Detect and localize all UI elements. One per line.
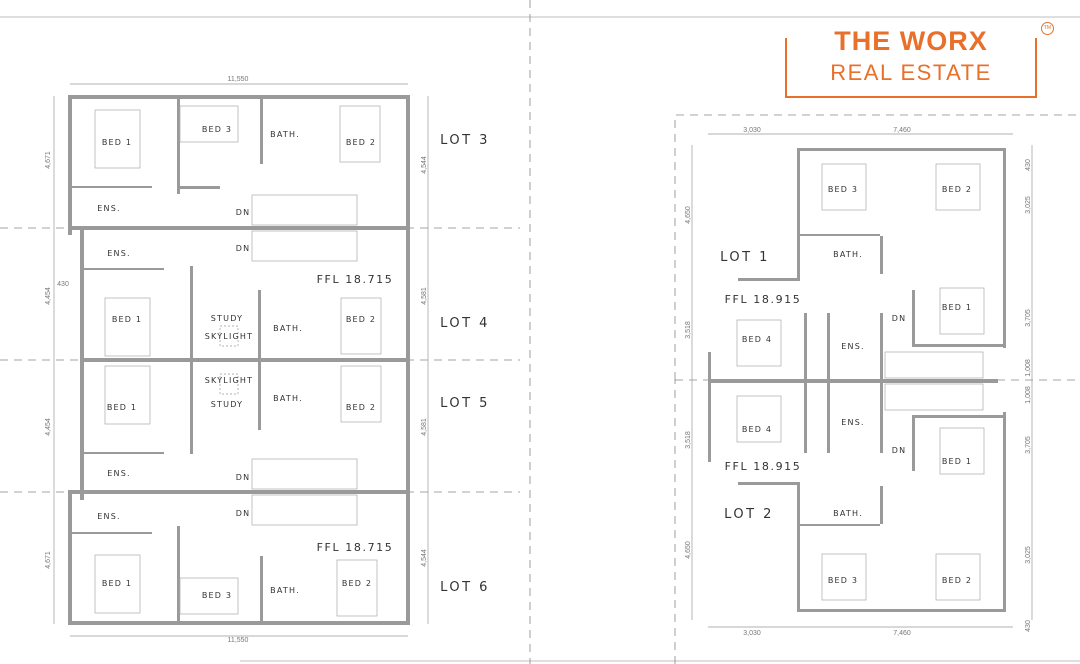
room-label: BED 2	[342, 579, 372, 588]
logo-title: THE WORX	[826, 26, 996, 56]
room-label: ENS.	[107, 249, 130, 258]
room-label: SKYLIGHT	[205, 332, 253, 341]
room-label: DN	[236, 244, 251, 253]
room-label: BED 2	[346, 315, 376, 324]
stairs	[884, 351, 984, 411]
room-label: DN	[892, 446, 907, 455]
lot-label: LOT 1	[720, 250, 770, 265]
lot-label: LOT 6	[440, 580, 490, 595]
lot-label: LOT 3	[440, 133, 490, 148]
left-plan-dimension-lines	[53, 83, 429, 637]
room-label: BATH.	[833, 509, 863, 518]
logo-frame	[785, 38, 1037, 98]
dimension-label: 11,550	[228, 637, 249, 644]
ffl-label: FFL 18.915	[725, 460, 802, 473]
room-label: BED 4	[742, 335, 772, 344]
dimension-label: 4,544	[421, 549, 428, 567]
room-label: BATH.	[273, 394, 303, 403]
room-label: ENS.	[841, 418, 864, 427]
left-plan-labels: LOT 3 LOT 4 LOT 5 LOT 6 FFL 18.715 FFL 1…	[97, 125, 490, 600]
left-plan-walls	[68, 95, 410, 625]
room-label: BATH.	[270, 586, 300, 595]
dimension-label: 3,025	[1025, 546, 1032, 564]
room-label: BATH.	[270, 130, 300, 139]
room-label: STUDY	[211, 400, 243, 409]
room-label: DN	[892, 314, 907, 323]
room-label: SKYLIGHT	[205, 376, 253, 385]
room-label: BED 3	[828, 185, 858, 194]
right-plan-labels: LOT 1 LOT 2 FFL 18.915 FFL 18.915 BED 3 …	[720, 185, 972, 585]
dimension-label: 430	[57, 281, 69, 288]
right-plan-walls	[708, 148, 1006, 612]
room-label: BED 3	[202, 591, 232, 600]
room-label: BED 2	[346, 403, 376, 412]
dimension-label: 4,581	[421, 418, 428, 436]
room-label: BED 2	[942, 576, 972, 585]
dimension-label: 4,671	[45, 551, 52, 569]
dimension-label: 1,008	[1025, 359, 1032, 377]
room-label: DN	[236, 208, 251, 217]
dimension-label: 3,030	[743, 630, 761, 637]
room-label: BED 1	[112, 315, 142, 324]
room-label: BATH.	[833, 250, 863, 259]
dimension-label: 4,544	[421, 156, 428, 174]
room-label: DN	[236, 473, 251, 482]
dimension-label: 3,025	[1025, 196, 1032, 214]
dimension-label: 4,671	[45, 151, 52, 169]
lot-label: LOT 4	[440, 316, 490, 331]
the-worx-logo: THE WORX REAL ESTATE TM	[785, 22, 1055, 102]
room-label: BED 4	[742, 425, 772, 434]
room-label: ENS.	[107, 469, 130, 478]
right-plan-dimension-lines	[691, 133, 1033, 628]
dimension-label: 3,518	[685, 431, 692, 449]
dimension-label: 3,030	[743, 127, 761, 134]
room-label: BED 3	[202, 125, 232, 134]
dimension-label: 4,650	[685, 541, 692, 559]
ffl-label: FFL 18.915	[725, 293, 802, 306]
room-label: STUDY	[211, 314, 243, 323]
room-label: BED 1	[107, 403, 137, 412]
dimension-label: 3,518	[685, 321, 692, 339]
dimension-label: 7,460	[893, 630, 911, 637]
dimension-label: 4,581	[421, 287, 428, 305]
dimension-label: 11,550	[228, 76, 249, 83]
ffl-label: FFL 18.715	[317, 273, 394, 286]
room-label: DN	[236, 509, 251, 518]
lot-label: LOT 2	[724, 507, 774, 522]
room-label: BED 1	[102, 138, 132, 147]
dimension-label: 7,460	[893, 127, 911, 134]
dimension-label: 3,705	[1025, 436, 1032, 454]
room-label: BED 1	[942, 457, 972, 466]
room-label: ENS.	[841, 342, 864, 351]
dimension-label: 430	[1025, 159, 1032, 171]
logo-subtitle: REAL ESTATE	[830, 60, 992, 85]
right-plan-dimensions: 3,030 7,460 3,030 7,460 4,650 3,518 3,51…	[685, 127, 1032, 637]
dimension-label: 1,008	[1025, 386, 1032, 404]
dimension-label: 4,454	[45, 287, 52, 305]
room-label: ENS.	[97, 512, 120, 521]
dimension-label: 3,705	[1025, 309, 1032, 327]
room-label: BED 1	[102, 579, 132, 588]
room-label: BED 1	[942, 303, 972, 312]
room-label: BATH.	[273, 324, 303, 333]
left-plan-dimensions: 11,550 11,550 4,671 4,454 4,454 4,671 43…	[45, 76, 428, 644]
room-label: ENS.	[97, 204, 120, 213]
dimension-label: 4,650	[685, 206, 692, 224]
stairs	[251, 194, 358, 526]
room-label: BED 2	[942, 185, 972, 194]
room-label: BED 2	[346, 138, 376, 147]
ffl-label: FFL 18.715	[317, 541, 394, 554]
lot-label: LOT 5	[440, 396, 490, 411]
trademark-symbol: TM	[1041, 22, 1054, 35]
dimension-label: 4,454	[45, 418, 52, 436]
dimension-label: 430	[1025, 620, 1032, 632]
room-label: BED 3	[828, 576, 858, 585]
